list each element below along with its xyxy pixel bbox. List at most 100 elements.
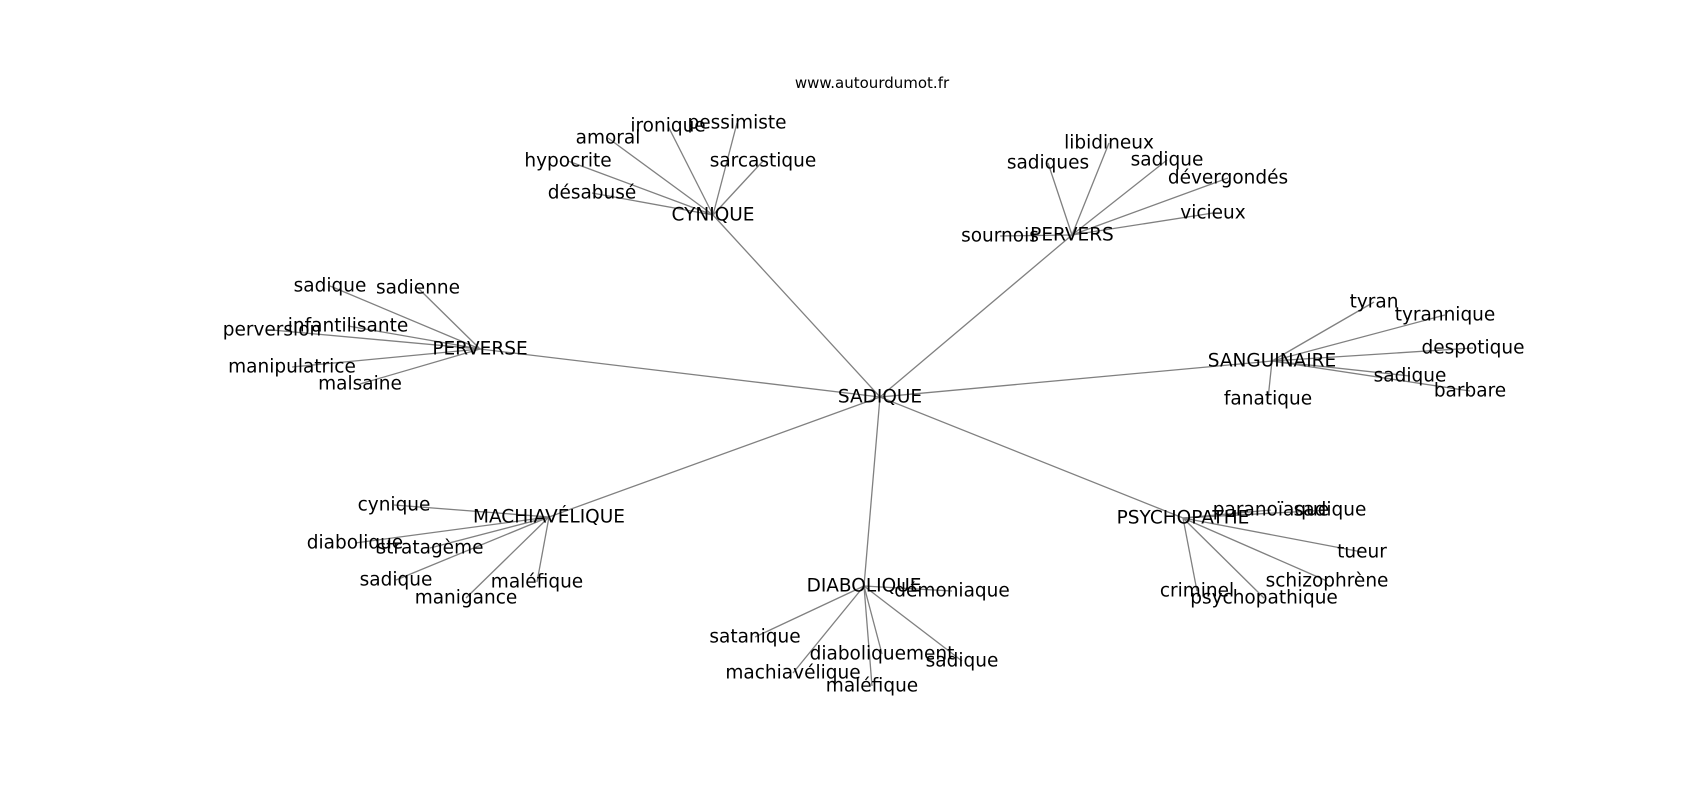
- site-credit: www.autourdumot.fr: [795, 74, 950, 92]
- hub-node-label: DIABOLIQUE: [807, 576, 922, 597]
- leaf-node-label: tueur: [1337, 542, 1387, 563]
- edge-hub-to-leaf: [1182, 517, 1198, 592]
- leaf-node-label: psychopathique: [1190, 588, 1338, 609]
- leaf-node-label: sadique: [1131, 150, 1204, 171]
- edge-hub-to-leaf: [393, 504, 550, 518]
- edge-hub-to-leaf: [1071, 142, 1110, 236]
- leaf-node-label: désabusé: [548, 183, 637, 204]
- edge-hub-to-leaf: [607, 137, 714, 216]
- leaf-node-label: vicieux: [1180, 203, 1246, 224]
- edge-hub-to-leaf: [1271, 301, 1375, 362]
- edge-hub-to-leaf: [536, 516, 550, 583]
- hub-node-label: PSYCHOPATHE: [1117, 508, 1250, 529]
- leaf-node-label: schizophrène: [1266, 571, 1389, 592]
- edge-center-to-hub: [479, 348, 881, 398]
- edge-hub-to-leaf: [1047, 162, 1073, 236]
- edge-hub-to-leaf: [754, 585, 865, 638]
- leaf-node-label: sadienne: [376, 278, 460, 299]
- leaf-node-label: cynique: [358, 495, 431, 516]
- leaf-node-label: sarcastique: [710, 151, 817, 172]
- edge-hub-to-leaf: [1071, 177, 1229, 236]
- leaf-node-label: barbare: [1434, 381, 1506, 402]
- edge-hub-to-leaf: [1271, 360, 1411, 377]
- edge-hub-to-leaf: [1182, 517, 1328, 582]
- edge-hub-to-leaf: [567, 160, 714, 216]
- edge-hub-to-leaf: [1071, 212, 1214, 236]
- edge-hub-to-leaf: [359, 348, 481, 385]
- leaf-node-label: malsaine: [318, 374, 402, 395]
- leaf-node-label: sadique: [1294, 500, 1367, 521]
- edge-center-to-hub: [879, 234, 1073, 398]
- leaf-node-label: perversion: [223, 320, 322, 341]
- leaf-node-label: sadique: [1374, 366, 1447, 387]
- leaf-node-label: despotique: [1421, 338, 1524, 359]
- edge-hub-to-leaf: [271, 329, 481, 350]
- edge-hub-to-leaf: [667, 125, 714, 216]
- leaf-node-label: criminel: [1160, 581, 1234, 602]
- edge-hub-to-leaf: [712, 122, 738, 216]
- hub-node-label: CYNIQUE: [672, 205, 755, 226]
- edge-hub-to-leaf: [417, 287, 481, 350]
- edge-hub-to-leaf: [1071, 159, 1168, 236]
- edge-hub-to-leaf: [329, 285, 481, 350]
- leaf-node-label: infantilisante: [288, 316, 408, 337]
- edge-hub-to-leaf: [712, 160, 764, 216]
- edge-center-to-hub: [879, 396, 1184, 519]
- edge-hub-to-leaf: [863, 585, 953, 592]
- edge-hub-to-leaf: [465, 516, 550, 599]
- edge-hub-to-leaf: [1271, 347, 1474, 362]
- edge-hub-to-leaf: [395, 516, 550, 581]
- leaf-node-label: manipulatrice: [228, 357, 356, 378]
- leaf-node-label: sadique: [294, 276, 367, 297]
- leaf-node-label: maléfique: [826, 676, 918, 697]
- leaf-node-label: amoral: [576, 128, 641, 149]
- edge-hub-to-leaf: [863, 585, 883, 655]
- leaf-node-label: tyrannique: [1395, 305, 1496, 326]
- leaf-node-label: maléfique: [491, 572, 583, 593]
- hub-node-label: SANGUINAIRE: [1208, 351, 1336, 372]
- leaf-node-label: démoniaque: [894, 581, 1010, 602]
- edge-center-to-hub: [879, 360, 1273, 398]
- hub-node-label: PERVERSE: [432, 339, 527, 360]
- leaf-node-label: satanique: [709, 627, 800, 648]
- edge-center-to-hub: [863, 396, 881, 587]
- leaf-node-label: sournois: [961, 226, 1039, 247]
- center-node-label: SADIQUE: [838, 387, 922, 408]
- leaf-node-label: hypocrite: [524, 151, 611, 172]
- labels-layer: www.autourdumot.fr SADIQUECYNIQUEamorali…: [223, 74, 1525, 697]
- leaf-node-label: paranoïaque: [1213, 500, 1329, 521]
- leaf-node-label: ironique: [630, 116, 705, 137]
- edge-hub-to-leaf: [1271, 314, 1446, 362]
- edge-hub-to-leaf: [1182, 517, 1265, 599]
- leaf-node-label: fanatique: [1224, 389, 1312, 410]
- leaf-node-label: machiavélique: [725, 663, 860, 684]
- leaf-node-label: manigance: [415, 588, 518, 609]
- edges-layer: [271, 122, 1474, 687]
- edge-hub-to-leaf: [347, 325, 481, 350]
- edge-hub-to-leaf: [429, 516, 550, 549]
- edge-hub-to-leaf: [863, 585, 873, 687]
- leaf-node-label: diabolique: [307, 533, 403, 554]
- edge-hub-to-leaf: [792, 585, 865, 674]
- leaf-node-label: libidineux: [1064, 133, 1154, 154]
- leaf-node-label: pessimiste: [688, 113, 787, 134]
- leaf-node-label: sadique: [926, 651, 999, 672]
- edge-hub-to-leaf: [591, 192, 714, 216]
- leaf-node-label: stratagème: [377, 538, 484, 559]
- edge-hub-to-leaf: [1271, 360, 1471, 392]
- edge-hub-to-leaf: [1182, 517, 1363, 553]
- edge-hub-to-leaf: [354, 516, 550, 544]
- edge-hub-to-leaf: [291, 348, 481, 368]
- leaf-node-label: diaboliquement: [810, 644, 955, 665]
- leaf-node-label: tyran: [1350, 292, 1399, 313]
- edge-hub-to-leaf: [1182, 509, 1331, 519]
- edge-center-to-hub: [548, 396, 881, 518]
- edge-hub-to-leaf: [1267, 360, 1273, 400]
- edge-hub-to-leaf: [863, 585, 963, 662]
- leaf-node-label: sadique: [360, 570, 433, 591]
- hub-node-label: MACHIAVÉLIQUE: [473, 506, 625, 528]
- hub-node-label: PERVERS: [1030, 225, 1114, 246]
- leaf-node-label: dévergondés: [1168, 168, 1288, 189]
